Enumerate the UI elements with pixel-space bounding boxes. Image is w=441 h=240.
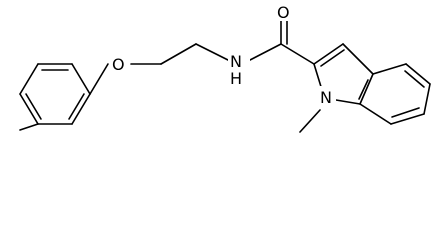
nitrogen-amide-bg — [228, 52, 250, 82]
atom-oxygen-ether: O — [112, 55, 125, 74]
oxygen-carbonyl-bg — [276, 3, 294, 21]
atom-oxygen-carbonyl: O — [277, 3, 290, 22]
bond-c6-c7-inner — [391, 107, 420, 118]
bond-tolyl-3-inner — [68, 93, 85, 120]
bond-carbonyl-c2 — [280, 43, 315, 65]
bond-c2-c3-double — [320, 49, 345, 67]
bond-c4-c5 — [405, 63, 431, 85]
bond-tolyl-5 — [19, 93, 39, 125]
bond-c3a-c7a-inner — [358, 79, 369, 100]
bond-ch2-ch2 — [160, 43, 197, 65]
bond-n1-methyl — [299, 109, 321, 133]
oxygen-ether-bg — [110, 52, 130, 74]
bond-c5-c6 — [423, 83, 431, 115]
bond-nitrogen-carbonyl — [249, 43, 282, 61]
bond-c3a-c4 — [372, 63, 407, 75]
bond-c6-c7 — [390, 113, 425, 125]
bond-n1-c2 — [313, 63, 323, 91]
bond-ch2-nitrogen — [195, 43, 229, 61]
atom-nitrogen-indole: N — [320, 88, 332, 107]
bond-tolyl-3 — [71, 93, 91, 125]
tolyl-ring — [19, 63, 91, 125]
bond-c2-c3 — [313, 43, 344, 65]
bond-tolyl-methyl — [19, 123, 39, 131]
bond-c7a-n1 — [335, 99, 361, 105]
bond-tolyl-5-inner — [25, 93, 42, 120]
bond-c3a-c7a — [359, 73, 374, 105]
indole-pyrrole-ring — [313, 43, 374, 105]
bond-tolyl-2 — [71, 63, 91, 95]
atom-hydrogen-amide: H — [230, 69, 242, 88]
molecule-diagram: O N H O N — [19, 3, 431, 133]
indole-benzene-ring — [358, 63, 431, 125]
bond-ring-oxygen — [89, 63, 109, 95]
bond-c4-c5-inner — [404, 70, 425, 88]
bond-c3-c3a — [342, 43, 374, 75]
bond-c7-c7a — [359, 103, 392, 125]
bond-tolyl-6 — [19, 63, 39, 95]
atom-nitrogen-amide: N — [230, 52, 242, 71]
nitrogen-indole-bg — [318, 86, 336, 108]
